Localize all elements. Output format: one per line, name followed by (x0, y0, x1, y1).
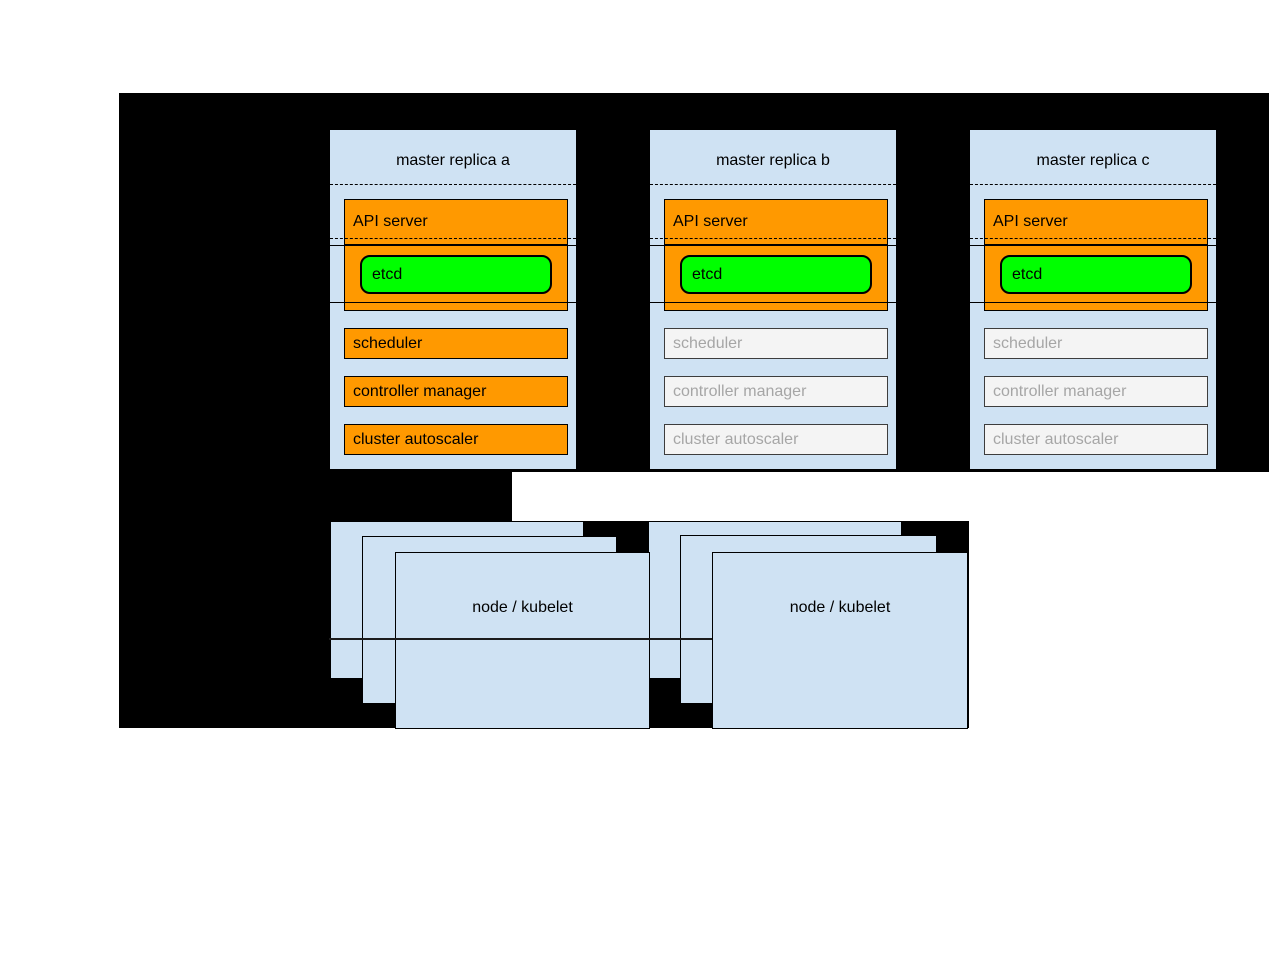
etcd-box: etcd (680, 255, 872, 294)
node-kubelet-label: node / kubelet (472, 599, 573, 616)
api-server-box: API server (664, 199, 888, 245)
master-title: master replica b (716, 152, 830, 169)
master-replica-b-box: master replica b API server etcd schedul… (649, 129, 897, 470)
master-title: master replica c (1036, 152, 1150, 169)
controller-manager-box: controller manager (984, 376, 1208, 407)
master-title: master replica a (396, 152, 510, 169)
cluster-autoscaler-box: cluster autoscaler (984, 424, 1208, 455)
dashed-divider-mid (330, 238, 576, 239)
solid-band-line-top (330, 245, 576, 246)
dashed-divider-top (650, 184, 896, 185)
node-kubelet-label: node / kubelet (789, 599, 891, 616)
api-server-box: API server (984, 199, 1208, 245)
api-server-box: API server (344, 199, 568, 245)
cluster-autoscaler-box: cluster autoscaler (664, 424, 888, 455)
solid-band-line-top (970, 245, 1216, 246)
cluster-autoscaler-box: cluster autoscaler (344, 424, 568, 455)
etcd-box: etcd (360, 255, 552, 294)
dashed-divider-top (330, 184, 576, 185)
controller-manager-box: controller manager (344, 376, 568, 407)
dashed-divider-top (970, 184, 1216, 185)
controller-manager-box: controller manager (664, 376, 888, 407)
etcd-box: etcd (1000, 255, 1192, 294)
dashed-divider-mid (650, 238, 896, 239)
scheduler-box: scheduler (344, 328, 568, 359)
master-replica-a-box: master replica a API server etcd schedul… (329, 129, 577, 470)
node-card-front: node / kubelet (712, 552, 968, 729)
solid-band-line-bottom (650, 302, 896, 303)
solid-band-line-top (650, 245, 896, 246)
cluster-divider-line (329, 638, 712, 640)
master-replica-c-box: master replica c API server etcd schedul… (969, 129, 1217, 470)
scheduler-box: scheduler (664, 328, 888, 359)
solid-band-line-bottom (970, 302, 1216, 303)
scheduler-box: scheduler (984, 328, 1208, 359)
node-card-front: node / kubelet (395, 552, 650, 729)
dashed-divider-mid (970, 238, 1216, 239)
solid-band-line-bottom (330, 302, 576, 303)
